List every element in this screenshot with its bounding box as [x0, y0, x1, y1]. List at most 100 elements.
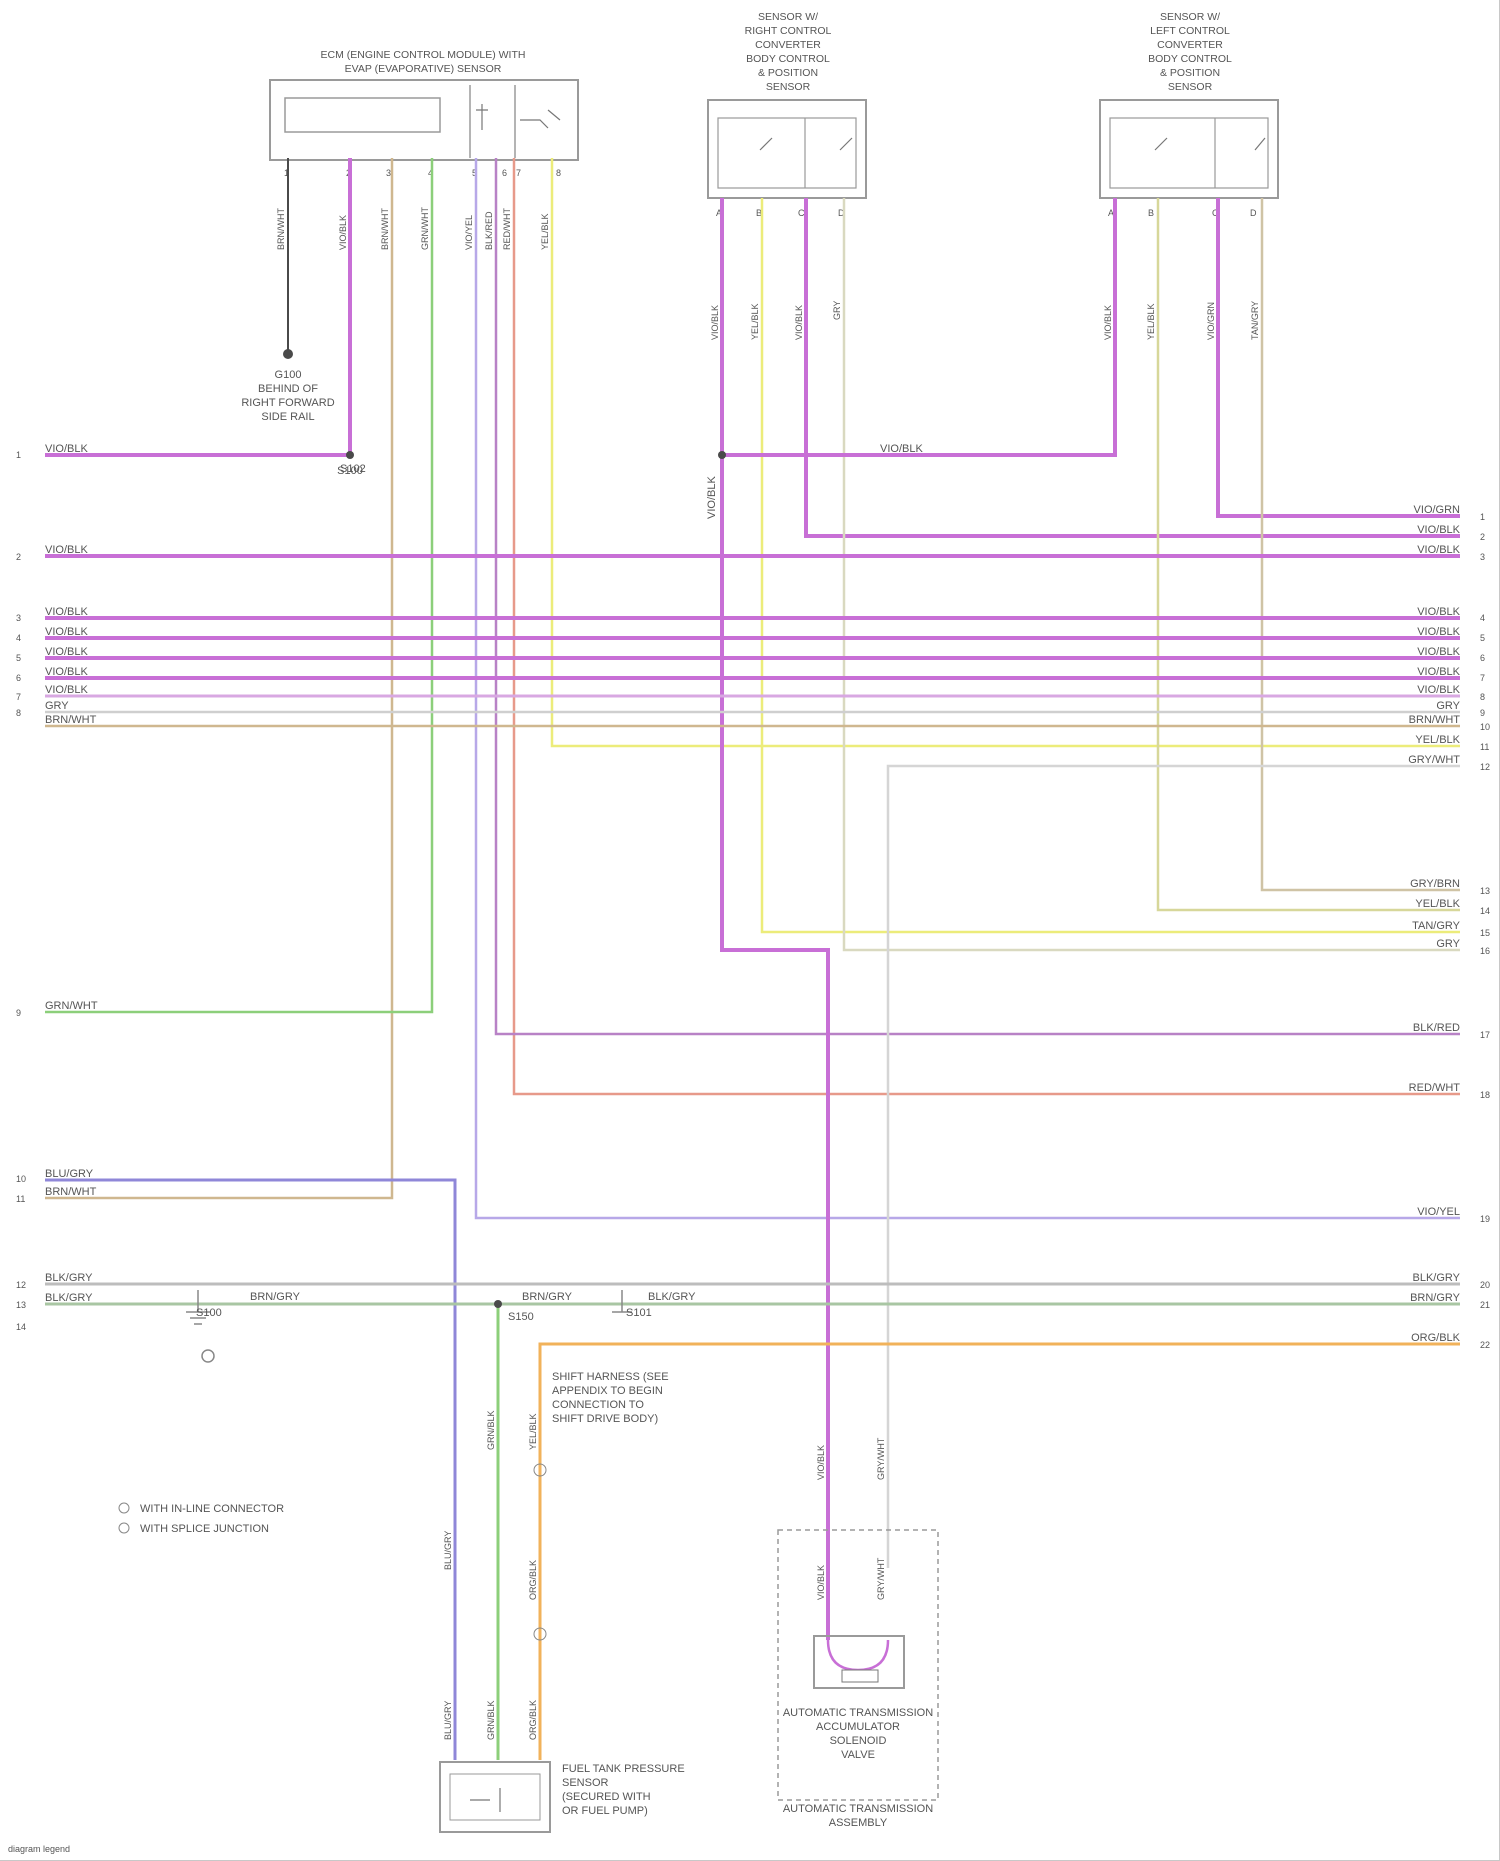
left-pin-9: 9	[16, 1008, 21, 1018]
vlabel-rs-3: VIO/BLK	[794, 305, 804, 340]
left-sensor-title-6: SENSOR	[1168, 81, 1213, 93]
vlabel-pcm-3: BRN/WHT	[380, 208, 390, 250]
transmission-assembly: AUTOMATIC TRANSMISSION ACCUMULATOR SOLEN…	[778, 1530, 938, 1829]
left-sensor-title-2: LEFT CONTROL	[1150, 25, 1230, 37]
wire-h-blue	[45, 1180, 455, 1760]
right-sensor-wires	[722, 198, 1460, 1640]
right-sensor: SENSOR W/ RIGHT CONTROL CONVERTER BODY C…	[708, 11, 866, 198]
vlabel-trans-4: GRY/WHT	[876, 1557, 886, 1600]
wire-pcm-green	[45, 158, 432, 1012]
right-pin-15: 15	[1480, 928, 1490, 938]
fuel-sensor-title-1: FUEL TANK PRESSURE	[562, 1763, 685, 1775]
left-pin-7: 7	[16, 692, 21, 702]
left-pin-10: 10	[16, 1174, 26, 1184]
wire-pcm-purple	[496, 158, 1460, 1034]
right-sensor-title-4: BODY CONTROL	[746, 53, 830, 65]
right-label-18: RED/WHT	[1409, 1082, 1461, 1094]
ground-note-2: BEHIND OF	[258, 383, 318, 395]
right-label-10: BRN/WHT	[1409, 714, 1461, 726]
right-pin-14: 14	[1480, 906, 1490, 916]
wire-rs-c	[806, 198, 1460, 536]
shift-note-3: CONNECTION TO	[552, 1399, 644, 1411]
right-label-12: GRY/WHT	[1408, 754, 1460, 766]
left-label-1: VIO/BLK	[45, 443, 88, 455]
footer-text: diagram legend	[8, 1844, 70, 1854]
right-label-22: ORG/BLK	[1411, 1332, 1461, 1344]
vlabel-pcm-6: RED/WHT	[502, 208, 512, 250]
legend-item-2: WITH SPLICE JUNCTION	[140, 1523, 269, 1535]
right-pin-4: 4	[1480, 613, 1485, 623]
fuel-sensor-title-2: SENSOR	[562, 1777, 609, 1789]
right-pin-10: 10	[1480, 722, 1490, 732]
right-label-4: VIO/BLK	[1417, 606, 1460, 618]
wire-ls-a	[722, 198, 1115, 455]
vlabel-ls-1: VIO/BLK	[1103, 305, 1113, 340]
mid-label-blk1: BRN/GRY	[250, 1291, 301, 1303]
vlabel-fuel-3: ORG/BLK	[528, 1560, 538, 1600]
trans-sensor-title-3: SOLENOID	[830, 1735, 887, 1747]
left-sensor-title-1: SENSOR W/	[1160, 11, 1220, 23]
left-sensor: SENSOR W/ LEFT CONTROL CONVERTER BODY CO…	[1100, 11, 1278, 198]
right-label-16: GRY	[1436, 938, 1460, 950]
vlabel-ls-3: VIO/GRN	[1206, 302, 1216, 340]
left-label-12: BRN/WHT	[45, 1186, 97, 1198]
trans-assembly-title-1: AUTOMATIC TRANSMISSION	[783, 1803, 933, 1815]
right-pin-20: 20	[1480, 1280, 1490, 1290]
right-label-13: GRY/BRN	[1410, 878, 1460, 890]
ls-pin-b: B	[1148, 208, 1154, 218]
ground-note-1: G100	[275, 369, 302, 381]
right-pin-22: 22	[1480, 1340, 1490, 1350]
right-pin-21: 21	[1480, 1300, 1490, 1310]
right-pin-13: 13	[1480, 886, 1490, 896]
wire-pcm-blue	[476, 158, 1460, 1218]
vlabel-fuel-7: ORG/BLK	[528, 1700, 538, 1740]
right-label-11: YEL/BLK	[1415, 734, 1460, 746]
pcm-title-line2: EVAP (EVAPORATIVE) SENSOR	[345, 63, 502, 75]
right-label-9: GRY	[1436, 700, 1460, 712]
trans-assembly-title-2: ASSEMBLY	[829, 1817, 888, 1829]
left-pin-numbers: 1 2 3 4 5 6 7 8 9 10 11 12 13 14	[16, 450, 26, 1332]
right-label-7: VIO/BLK	[1417, 666, 1460, 678]
left-label-6: VIO/BLK	[45, 666, 88, 678]
pcm-pin-7: 7	[516, 168, 521, 178]
vlabel-pcm-8: YEL/BLK	[540, 213, 550, 250]
right-label-20: BLK/GRY	[1413, 1272, 1461, 1284]
right-pin-2: 2	[1480, 532, 1485, 542]
left-label-2: VIO/BLK	[45, 544, 88, 556]
vlabel-rs-1: VIO/BLK	[710, 305, 720, 340]
right-pin-17: 17	[1480, 1030, 1490, 1040]
right-pin-18: 18	[1480, 1090, 1490, 1100]
ground-note-3: RIGHT FORWARD	[241, 397, 334, 409]
mid-label-splice1: S100	[196, 1307, 222, 1319]
mid-label-tag: S102	[340, 463, 366, 475]
right-sensor-title-5: & POSITION	[758, 67, 818, 79]
shift-note-1: SHIFT HARNESS (SEE	[552, 1371, 669, 1383]
pcm-pin-3: 3	[386, 168, 391, 178]
right-label-17: BLK/RED	[1413, 1022, 1460, 1034]
left-pin-6: 6	[16, 673, 21, 683]
right-pin-9: 9	[1480, 708, 1485, 718]
right-pin-7: 7	[1480, 673, 1485, 683]
wire-h-orange	[540, 1344, 1460, 1760]
wire-rs-a	[722, 198, 828, 1640]
vlabel-pcm-4: GRN/WHT	[420, 207, 430, 250]
right-label-6: VIO/BLK	[1417, 646, 1460, 658]
mid-labels: VIO/BLK BRN/GRY BRN/GRY BLK/GRY S100 S10…	[196, 443, 923, 1323]
vlabel-fuel-6: GRN/BLK	[486, 1700, 496, 1740]
mid-label-vio1: VIO/BLK	[880, 443, 923, 455]
right-pin-19: 19	[1480, 1214, 1490, 1224]
junction-dots	[283, 349, 726, 1308]
right-label-2: VIO/BLK	[1417, 524, 1460, 536]
trans-sensor-title-2: ACCUMULATOR	[816, 1721, 900, 1733]
splice-dot-1	[346, 451, 354, 459]
left-pin-12: 12	[16, 1280, 26, 1290]
vlabel-ls-4: TAN/GRY	[1250, 301, 1260, 340]
trans-sensor-title-1: AUTOMATIC TRANSMISSION	[783, 1707, 933, 1719]
mid-label-vio-mid: VIO/BLK	[706, 476, 718, 519]
vlabel-fuel-2: GRN/BLK	[486, 1410, 496, 1450]
mid-label-blk2: BRN/GRY	[522, 1291, 573, 1303]
right-sensor-title-3: CONVERTER	[755, 39, 821, 51]
right-pin-1: 1	[1480, 512, 1485, 522]
legend-item-1: WITH IN-LINE CONNECTOR	[140, 1503, 284, 1515]
vlabel-pcm-2: VIO/BLK	[338, 215, 348, 250]
